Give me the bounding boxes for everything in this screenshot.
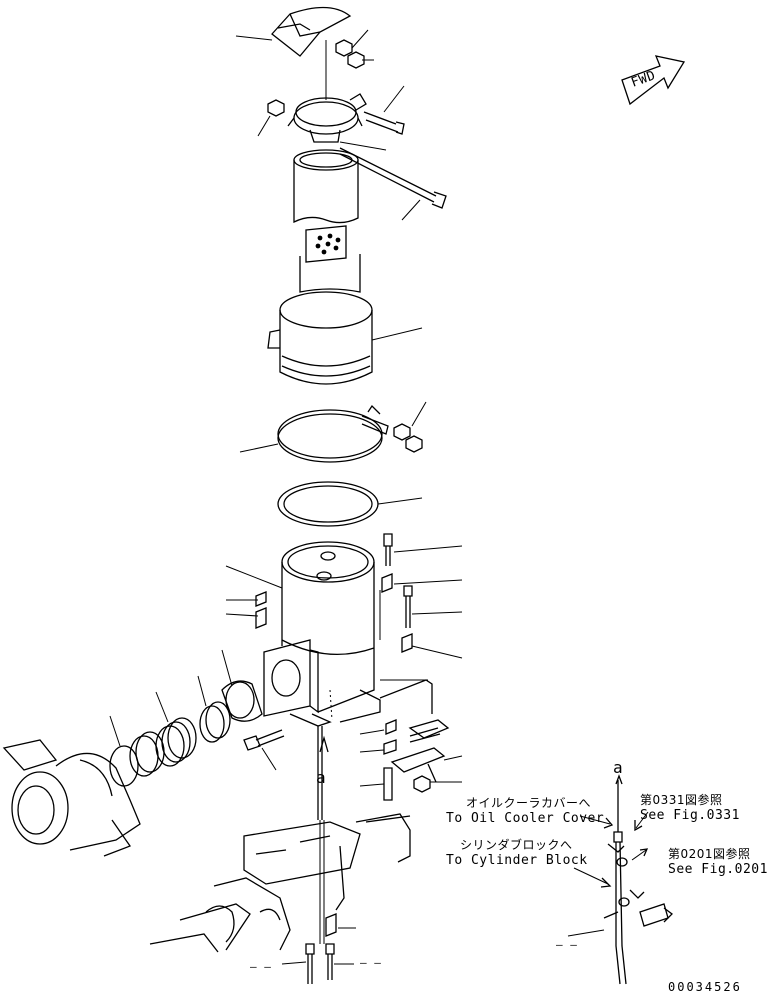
dash-label-bottom-right: — — bbox=[556, 938, 578, 951]
cap-nuts bbox=[335, 29, 374, 69]
upper-clamp-band bbox=[287, 85, 405, 143]
ref-a-top-label: a bbox=[613, 758, 624, 777]
housing-studs bbox=[255, 591, 267, 629]
filter-element bbox=[299, 225, 361, 293]
seal-ring bbox=[277, 481, 423, 527]
flange-bolt bbox=[243, 729, 285, 771]
fig0201-en-label: See Fig.0201 bbox=[668, 862, 768, 877]
dash-label-bottom-left: — — bbox=[250, 960, 272, 973]
seal-rings-set bbox=[109, 675, 231, 787]
clamp-nut bbox=[257, 99, 285, 137]
upper-housing bbox=[267, 291, 423, 385]
mounting-bracket bbox=[359, 679, 463, 801]
ref-a-mid-label: a bbox=[316, 768, 327, 787]
fig0331-jp-label: 第0331図参照 bbox=[640, 793, 723, 807]
long-bolt bbox=[339, 147, 447, 221]
ring-nuts bbox=[393, 401, 427, 453]
cylinder-jp-label: シリンダブロックへ bbox=[460, 838, 573, 852]
large-clamp-ring bbox=[239, 404, 389, 463]
dash-label-bottom-mid: — — bbox=[360, 956, 382, 969]
turbocharger bbox=[2, 739, 141, 857]
mounting-base bbox=[149, 813, 411, 953]
filter-sleeve bbox=[293, 149, 359, 224]
drawing-number: 00034526 bbox=[668, 980, 742, 994]
fig0331-en-label: See Fig.0331 bbox=[640, 808, 740, 823]
fwd-arrow-icon bbox=[621, 55, 686, 106]
base-studs bbox=[281, 913, 356, 984]
ref-arrow-up bbox=[319, 735, 329, 753]
oil-pipe-assembly bbox=[603, 774, 673, 985]
main-housing bbox=[225, 541, 381, 727]
fig0201-jp-label: 第0201図参照 bbox=[668, 847, 751, 861]
right-bolts bbox=[381, 533, 463, 659]
rain-cap bbox=[235, 6, 352, 57]
oil-cooler-jp-label: オイルクーラカバーへ bbox=[466, 796, 592, 810]
connection-flange bbox=[221, 649, 263, 722]
oil-cooler-en-label: To Oil Cooler Cover bbox=[446, 811, 605, 826]
cylinder-en-label: To Cylinder Block bbox=[446, 853, 588, 868]
